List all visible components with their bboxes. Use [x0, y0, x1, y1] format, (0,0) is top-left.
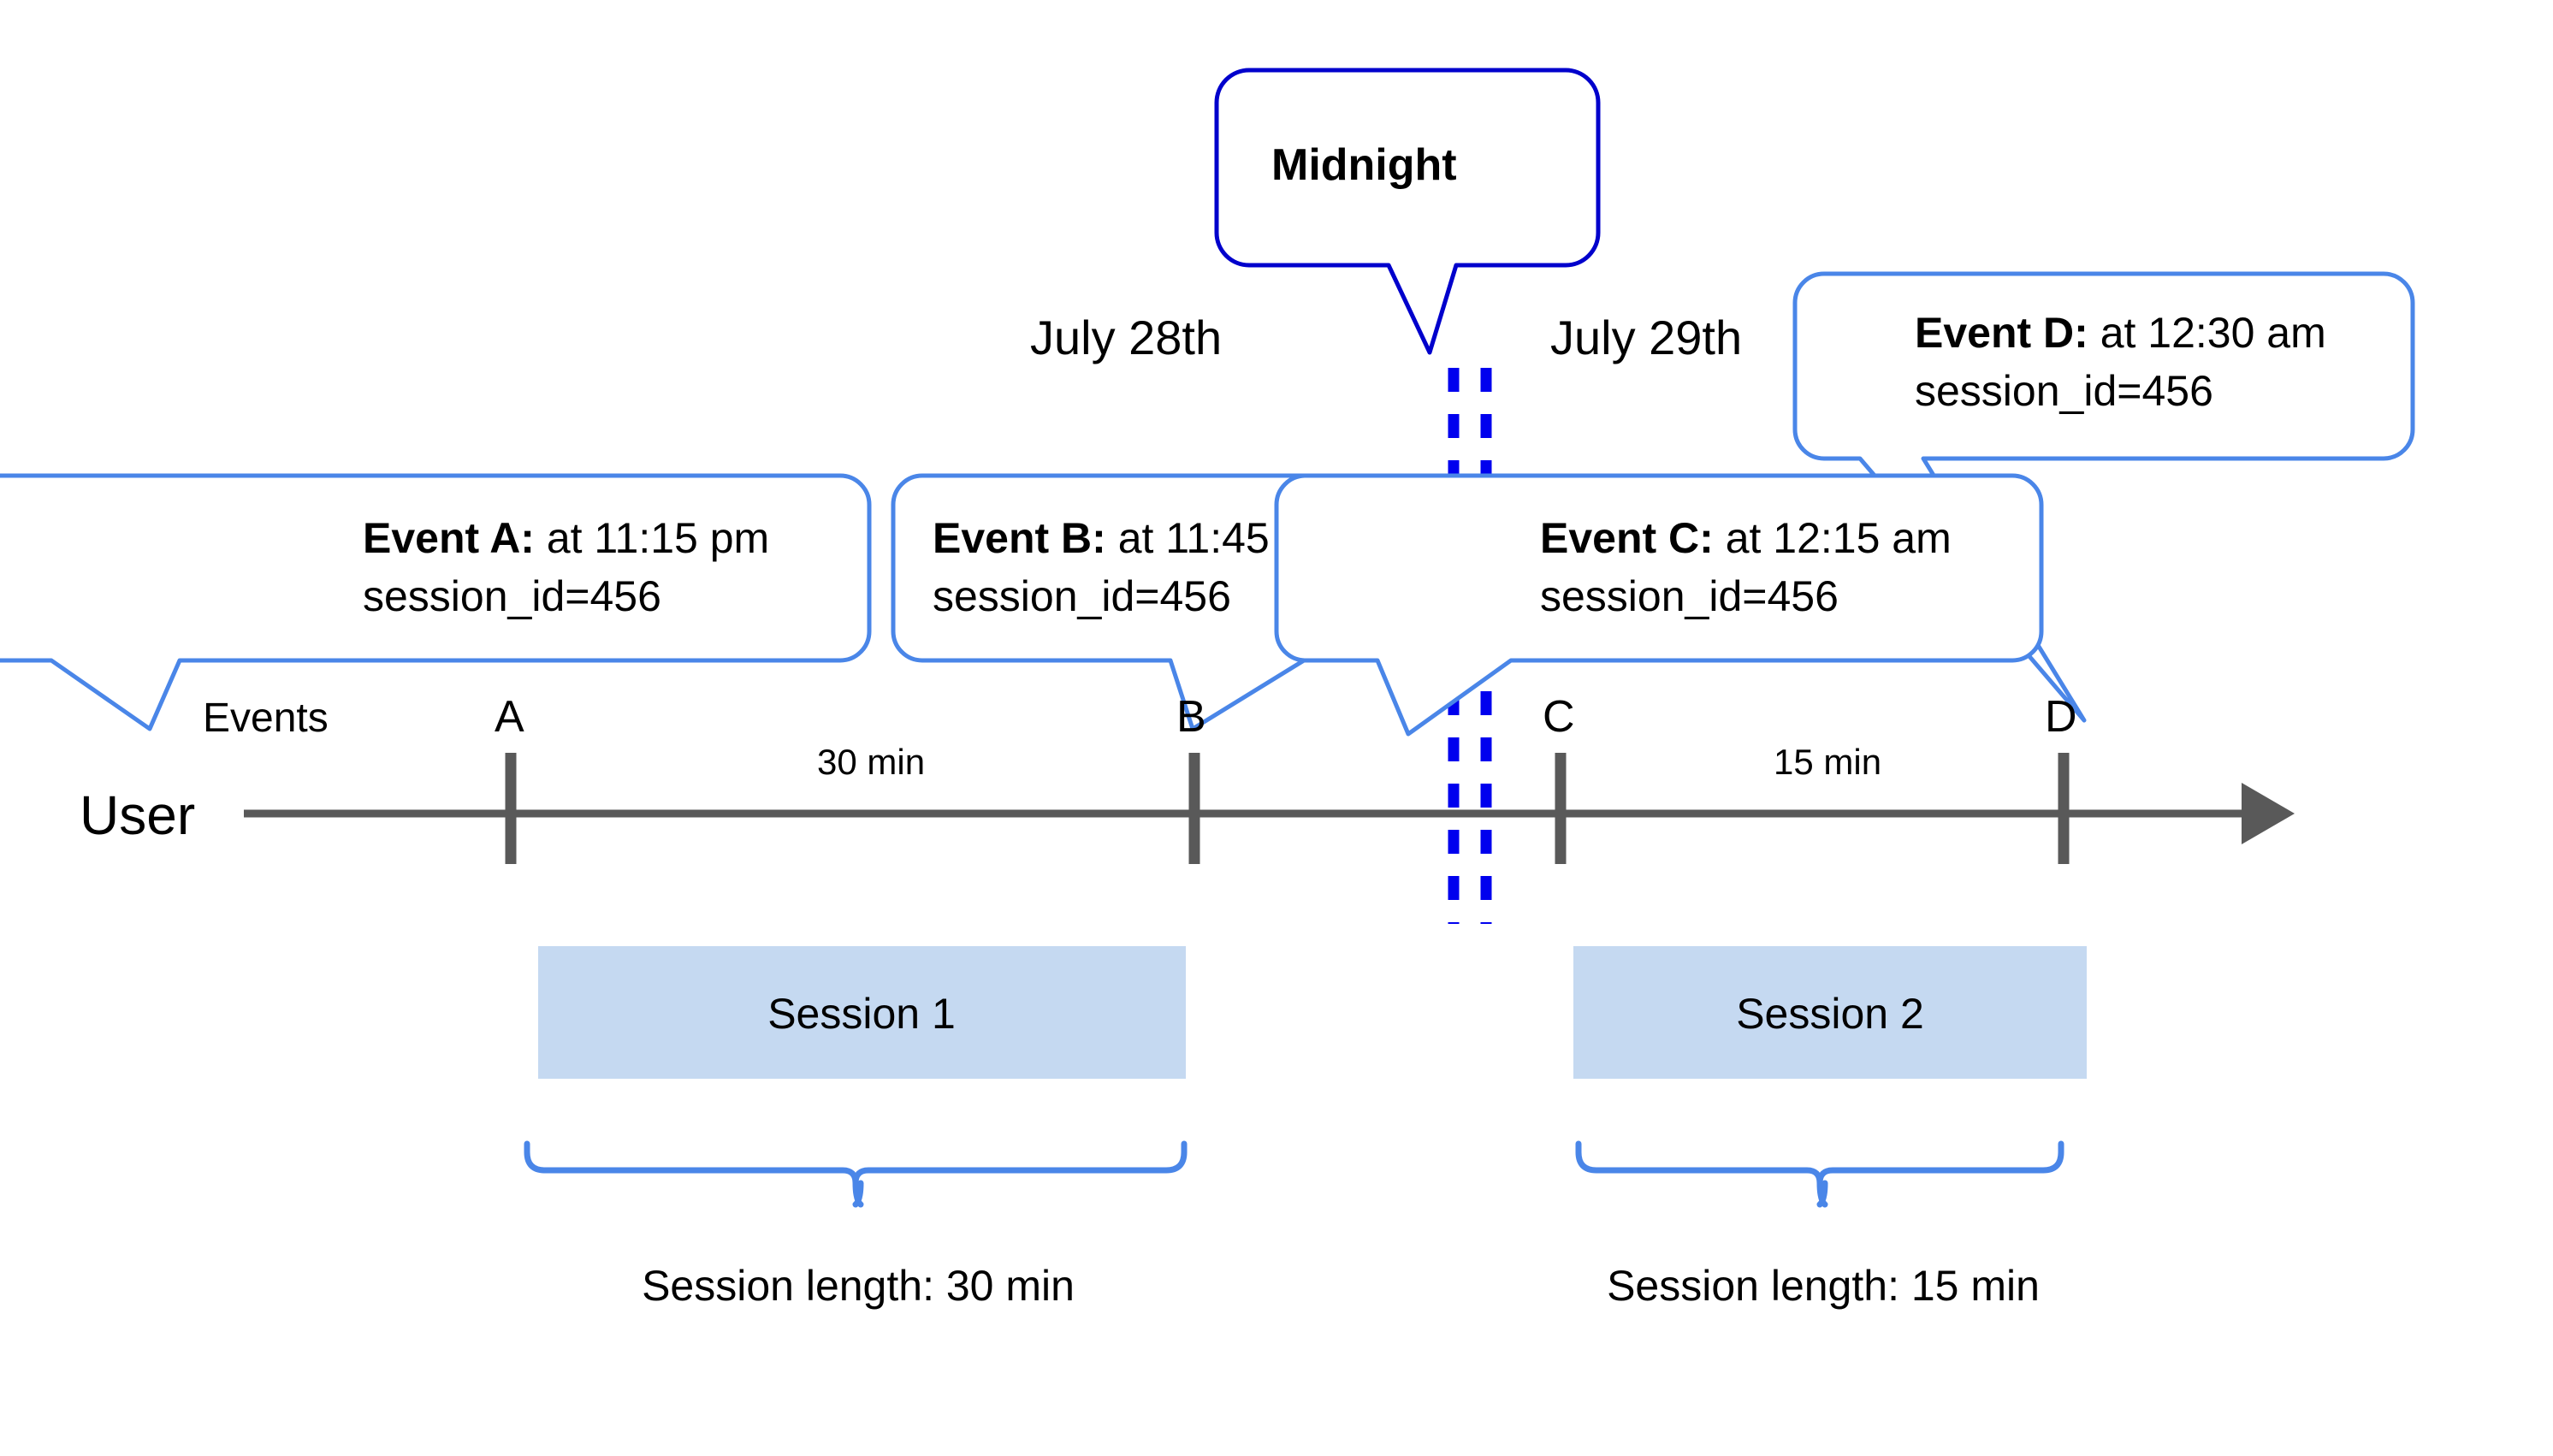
tick-label-a: A [495, 692, 524, 742]
event-b-bold: Event B: [933, 514, 1106, 562]
gap-label-15min: 15 min [1774, 742, 1881, 782]
session-1-rect [538, 946, 1186, 1079]
tick-label-c: C [1543, 692, 1575, 742]
midnight-callout: Midnight [1214, 68, 1601, 355]
event-d-line1: Event D: at 12:30 am [1915, 309, 2326, 357]
tick-label-d: D [2045, 692, 2077, 742]
event-callout-c: Event C: at 12:15 am session_id=456 [1274, 473, 2044, 737]
event-callout-d: Event D: at 12:30 am session_id=456 [1792, 271, 2415, 723]
timeline-axis [244, 753, 2295, 864]
session-box-2: Session 2 [1573, 946, 2087, 1079]
brace-session-1 [524, 1140, 1188, 1208]
event-d-bold: Event D: [1915, 309, 2088, 357]
arrow-right-icon [2242, 783, 2295, 844]
date-label-july-28: July 28th [1030, 311, 1222, 364]
midnight-callout-shape [1214, 68, 1601, 355]
row-label-user: User [80, 784, 195, 846]
event-c-callout-shape [1274, 473, 2044, 737]
session-2-label: Session 2 [1736, 990, 1924, 1038]
event-c-bold: Event C: [1540, 514, 1714, 562]
session-2-length-label: Session length: 15 min [1607, 1262, 2040, 1310]
event-b-line2: session_id=456 [933, 572, 1231, 620]
event-d-rest: at 12:30 am [2088, 309, 2326, 357]
session-2-rect [1573, 946, 2087, 1079]
event-d-callout-shape [1792, 271, 2415, 723]
event-c-line1: Event C: at 12:15 am [1540, 514, 1952, 562]
session-1-label: Session 1 [767, 990, 956, 1038]
brace-session-2 [1575, 1140, 2064, 1208]
brace-1-path [524, 1140, 1188, 1184]
session-1-length-label: Session length: 30 min [642, 1262, 1075, 1310]
tick-label-b: B [1176, 692, 1206, 742]
event-a-callout-shape [0, 473, 872, 731]
event-d-line2: session_id=456 [1915, 367, 2213, 415]
midnight-label: Midnight [1271, 140, 1457, 190]
event-c-line2: session_id=456 [1540, 572, 1839, 620]
session-box-1: Session 1 [538, 946, 1186, 1079]
brace-2-tip-right [1816, 1180, 1828, 1208]
gap-label-30min: 30 min [817, 742, 925, 782]
event-c-rest: at 12:15 am [1714, 514, 1952, 562]
row-label-events: Events [203, 695, 329, 741]
event-callout-a: Event A: at 11:15 pm session_id=456 [0, 473, 872, 731]
brace-1-tip-right [852, 1180, 864, 1208]
event-a-bold: Event A: [363, 514, 535, 562]
event-a-rest: at 11:15 pm [535, 514, 769, 562]
brace-2-path [1575, 1140, 2064, 1184]
date-label-july-29: July 29th [1550, 311, 1742, 364]
event-a-line2: session_id=456 [363, 572, 661, 620]
event-a-line1: Event A: at 11:15 pm [363, 514, 769, 562]
